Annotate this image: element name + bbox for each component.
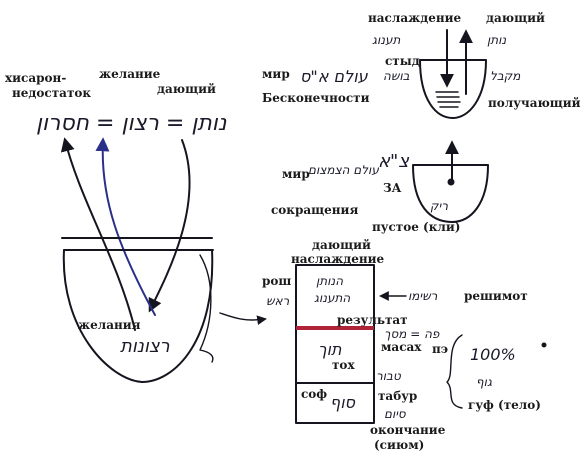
partzuf-box bbox=[295, 264, 375, 424]
hebrew-sof: סוף bbox=[330, 393, 356, 412]
hebrew-restriction-1: עולם הצמצום bbox=[308, 163, 379, 177]
label-giver-top: дающий bbox=[486, 11, 545, 25]
label-toch: тох bbox=[332, 358, 355, 372]
label-infinity: мир Бесконечности bbox=[262, 67, 370, 105]
hebrew-za: צ"א bbox=[378, 151, 409, 172]
label-siyum: (сиюм) bbox=[374, 438, 424, 452]
point-dot bbox=[447, 178, 455, 186]
vessel-brace bbox=[199, 254, 214, 363]
label-pleasure-partzuf: наслаждение bbox=[291, 252, 385, 266]
hebrew-infinity: עולם א"ס bbox=[300, 67, 369, 86]
vessel-infinity bbox=[419, 59, 487, 119]
vessel-fill-lines bbox=[435, 91, 461, 108]
hebrew-guf-mark: גוף bbox=[476, 375, 492, 389]
hebrew-pleasure-partzuf: התענוג bbox=[314, 291, 350, 305]
hebrew-tabur: טבור bbox=[376, 369, 401, 383]
hebrew-reshimot: רשימו bbox=[408, 289, 438, 303]
label-reshimot: решимот bbox=[464, 289, 528, 303]
hebrew-peh-masach: פה = מסך bbox=[384, 327, 440, 341]
desire-curve bbox=[95, 137, 156, 316]
vessel-body bbox=[62, 249, 214, 383]
label-masach: масах bbox=[381, 340, 422, 354]
hebrew-shame: בושה bbox=[383, 69, 410, 83]
label-shame: стыд bbox=[385, 54, 420, 68]
hebrew-siyum: סיום bbox=[384, 407, 407, 421]
label-lack: хисарон- недостаток bbox=[5, 71, 91, 100]
label-giver-partzuf: дающий bbox=[312, 238, 371, 252]
link-arrow bbox=[219, 312, 267, 326]
label-result: результат bbox=[337, 313, 408, 327]
label-rosh: рош bbox=[262, 274, 291, 288]
hebrew-giver-top: נותן bbox=[487, 33, 506, 47]
lack-curve bbox=[60, 137, 136, 331]
vessel-empty bbox=[412, 164, 489, 223]
hebrew-toch: תוך bbox=[318, 340, 342, 359]
label-tabur: табур bbox=[378, 389, 417, 403]
hebrew-receiver: מקבל bbox=[490, 69, 521, 83]
hebrew-formula: נותן = רצון = חסרון bbox=[36, 111, 227, 136]
label-guf: гуф (тело) bbox=[468, 398, 541, 412]
vessel-hebrew: רצונות bbox=[120, 336, 170, 357]
hebrew-percent: 100% bbox=[470, 345, 516, 364]
label-desire: желание bbox=[99, 67, 161, 81]
label-giver-left: дающий bbox=[157, 82, 216, 96]
guf-brace bbox=[446, 334, 463, 409]
infinity-world: наслаждение дающий תענוג נותן стыд בושה … bbox=[262, 11, 581, 119]
label-sof: соф bbox=[301, 387, 327, 401]
giver-curve bbox=[148, 139, 191, 313]
hebrew-giver-partzuf: הנותן bbox=[316, 274, 343, 288]
partzuf: дающий наслаждение рош ראש הנותן התענוג … bbox=[262, 238, 547, 452]
label-pleasure-top: наслаждение bbox=[368, 11, 462, 25]
hebrew-empty: ריק bbox=[430, 199, 448, 213]
label-restriction-world: мир сокращения bbox=[271, 167, 358, 217]
left-diagram: хисарон- недостаток желание дающий נותן … bbox=[5, 67, 267, 383]
hebrew-rosh: ראש bbox=[266, 294, 290, 308]
label-receiver: получающий bbox=[488, 96, 581, 110]
label-za: ЗА bbox=[383, 181, 402, 195]
label-peh: пэ bbox=[432, 342, 448, 356]
hebrew-pleasure-top: תענוג bbox=[372, 33, 401, 47]
restriction-world: мир сокращения עולם הצמצום צ"א ЗА ריק пу… bbox=[271, 140, 489, 234]
label-empty-vessel: пустое (кли) bbox=[372, 220, 460, 234]
label-end: окончание bbox=[370, 423, 446, 437]
stray-dot bbox=[541, 342, 547, 348]
label-desires: желания bbox=[78, 318, 141, 332]
